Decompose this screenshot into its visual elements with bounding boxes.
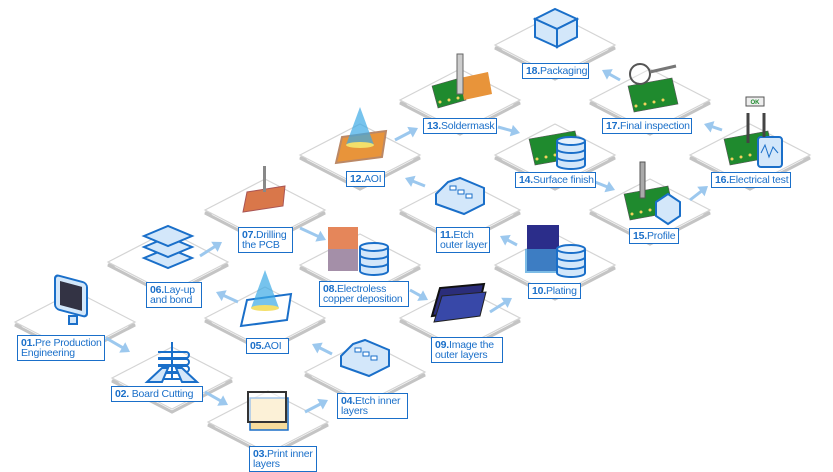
step-number: 17. — [606, 120, 620, 132]
flow-arrow — [602, 69, 621, 82]
step-title: Surface finish — [533, 174, 594, 186]
step-title: Profile — [647, 230, 676, 242]
flow-arrow — [704, 121, 723, 133]
step-title: Lay-up — [164, 284, 195, 296]
plating-icon — [525, 225, 586, 278]
flow-arrow — [299, 226, 327, 242]
step-title: Print inner — [267, 448, 313, 460]
step-number: 16. — [715, 174, 729, 186]
flow-arrow — [404, 175, 426, 188]
step-number: 11. — [440, 229, 454, 241]
etch-icon — [435, 176, 485, 216]
image-layers-icon — [430, 282, 487, 323]
step-title: Drilling — [256, 229, 287, 241]
step-number: 07. — [242, 229, 256, 241]
step-number: 09. — [435, 339, 449, 351]
flow-arrow — [204, 390, 228, 406]
step-number: 02. — [115, 388, 129, 400]
print-layers-icon — [247, 391, 289, 431]
step-title-line2: layers — [341, 405, 368, 417]
step-title: AOI — [264, 340, 282, 352]
flow-arrow — [394, 126, 419, 142]
step-title-line2: outer layer — [440, 239, 488, 251]
step-number: 04. — [341, 395, 355, 407]
step-title: Board Cutting — [129, 388, 194, 400]
step-title: AOI — [364, 173, 382, 185]
cutting-icon — [144, 342, 200, 383]
flow-arrow — [215, 290, 239, 304]
step-number: 10. — [532, 285, 546, 297]
flow-arrow — [105, 336, 130, 353]
step-number: 13. — [427, 120, 441, 132]
monitor-icon — [54, 274, 88, 325]
box-icon — [532, 7, 580, 49]
step-title: Etch inner — [355, 395, 401, 407]
surface-finish-icon — [528, 130, 586, 170]
step-label-12: 12.AOI — [346, 171, 385, 187]
profile-icon — [623, 161, 681, 226]
step-number: 18. — [526, 65, 540, 77]
step-number: 08. — [323, 283, 337, 295]
step-number: 15. — [633, 230, 647, 242]
step-number: 03. — [253, 448, 267, 460]
flow-arrow — [489, 297, 512, 314]
step-title-line2: outer layers — [435, 349, 488, 361]
flow-arrow — [497, 124, 521, 137]
etch-icon — [340, 338, 390, 378]
step-number: 06. — [150, 284, 164, 296]
soldermask-icon — [431, 53, 492, 109]
step-title: Soldermask — [441, 120, 495, 132]
flow-arrow — [594, 180, 615, 193]
step-title-line2: Engineering — [21, 347, 75, 359]
flow-arrow — [500, 234, 518, 247]
step-title: Pre Production — [35, 337, 102, 349]
step-title-line2: and bond — [150, 294, 193, 306]
step-title: Etch — [453, 229, 474, 241]
step-title-line2: copper deposition — [323, 293, 403, 305]
step-label-13: 13.Soldermask — [423, 118, 497, 134]
flow-arrow — [689, 185, 708, 202]
step-title-line2: the PCB — [242, 239, 280, 251]
step-label-18: 18.Packaging — [522, 63, 589, 79]
step-title: Plating — [546, 285, 577, 297]
aoi-scan-icon — [334, 107, 388, 165]
step-title: Final inspection — [620, 120, 690, 132]
drill-icon — [242, 166, 286, 213]
flow-arrow — [409, 288, 429, 301]
step-number: 01. — [21, 337, 35, 349]
step-title: Image the — [449, 339, 494, 351]
step-label-10: 10.Plating — [528, 283, 581, 299]
step-label-14: 14.Surface finish — [515, 172, 596, 188]
step-label-15: 15.Profile — [629, 228, 679, 244]
aoi-scan-icon — [239, 270, 293, 328]
ok-badge: OK — [751, 100, 761, 106]
step-number: 12. — [350, 173, 364, 185]
step-number: 05. — [250, 340, 264, 352]
layer-stack-icon — [141, 224, 195, 270]
step-label-16: 16.Electrical test — [711, 172, 791, 188]
step-title: Electroless — [337, 283, 387, 295]
copper-tank-icon — [328, 227, 389, 276]
flow-arrow — [304, 398, 329, 414]
flow-arrow — [311, 342, 333, 356]
step-label-5: 05.AOI — [246, 338, 289, 354]
step-number: 14. — [519, 174, 533, 186]
electrical-test-icon: OK — [723, 96, 783, 168]
step-label-17: 17.Final inspection — [602, 118, 692, 134]
step-title: Electrical test — [729, 174, 789, 186]
step-title: Packaging — [540, 65, 588, 77]
step-label-2: 02. Board Cutting — [111, 386, 203, 402]
step-title-line2: layers — [253, 458, 280, 470]
flow-arrow — [199, 241, 222, 258]
magnifier-icon — [627, 63, 679, 113]
